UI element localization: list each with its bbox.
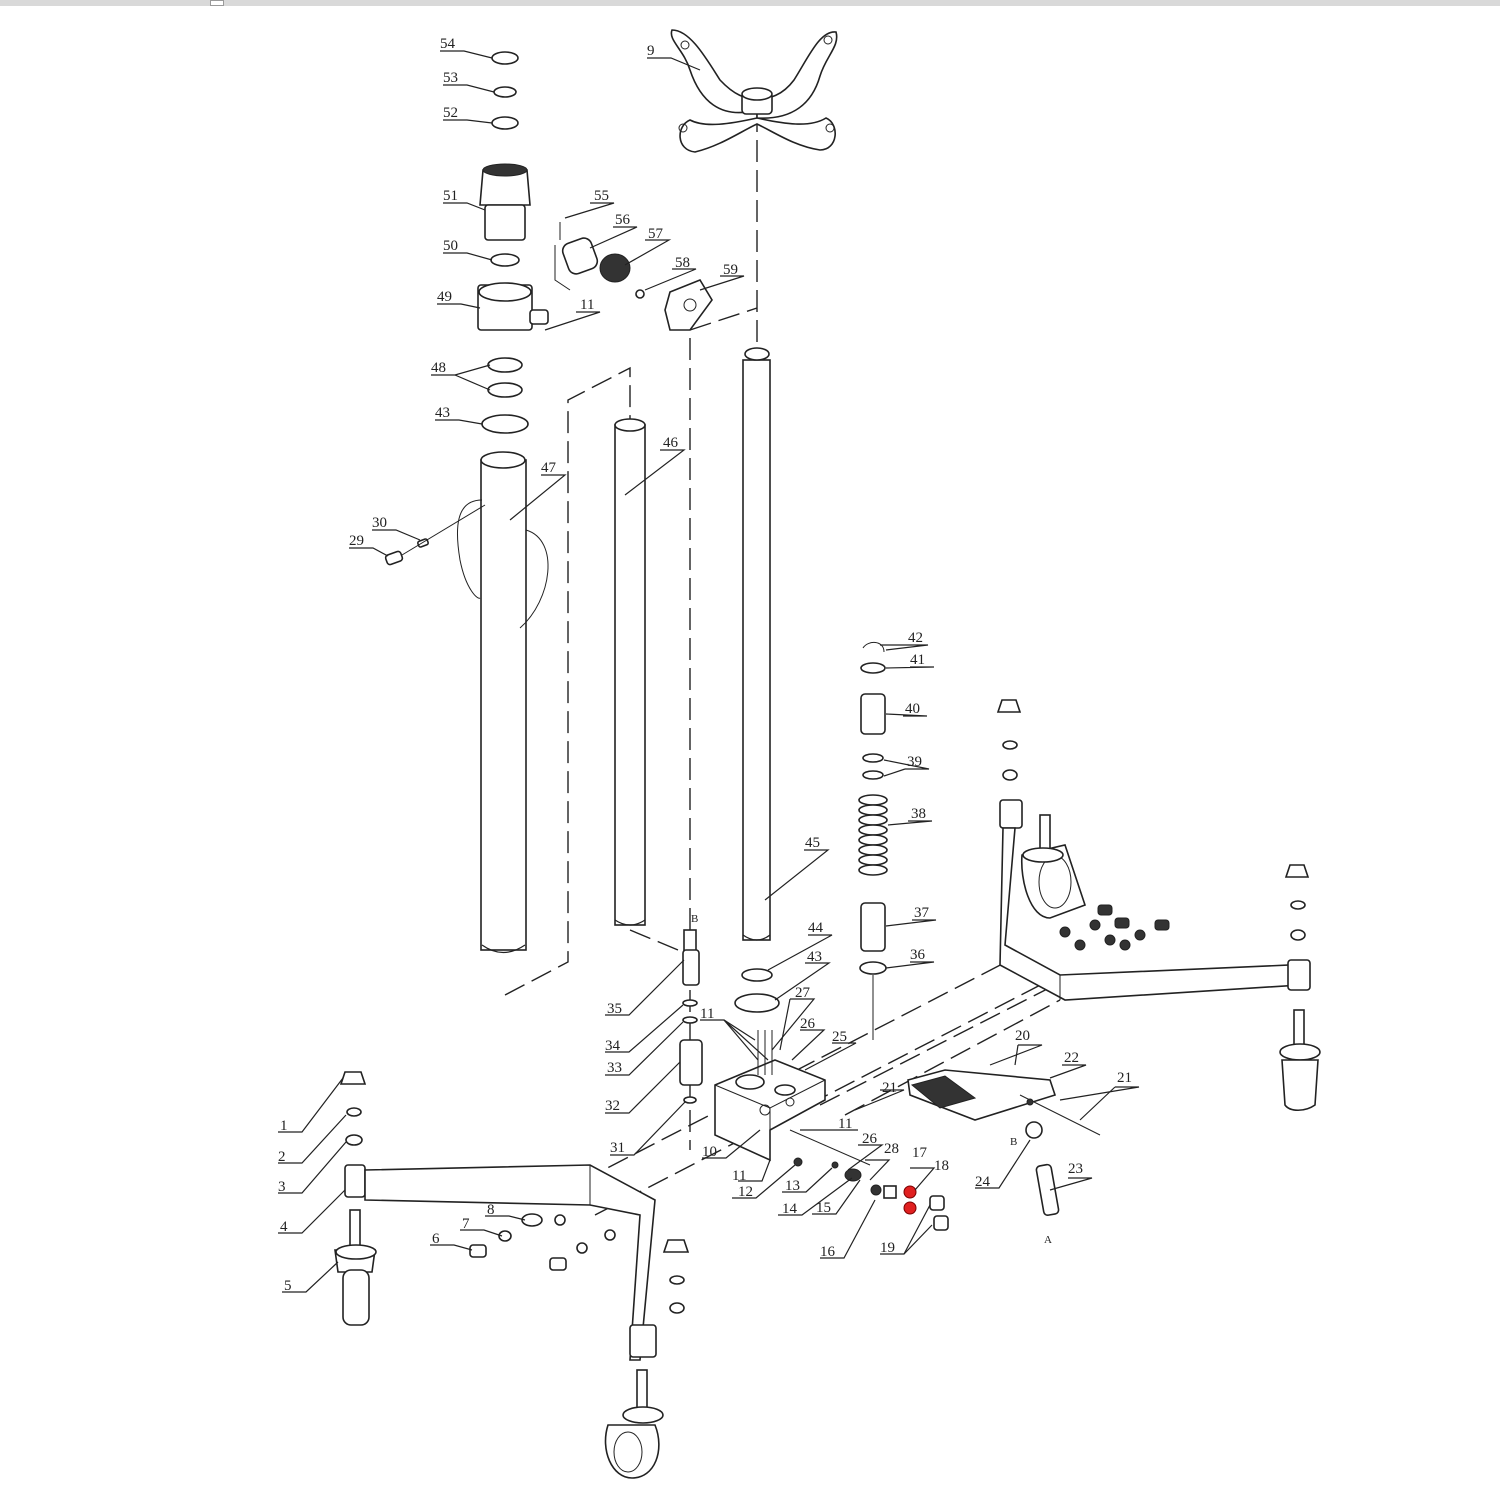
part-label-21-left: 21 xyxy=(882,1080,897,1096)
pump-piston-stack xyxy=(679,929,703,1104)
highlight-seal-upper xyxy=(903,1185,917,1199)
part-label-28: 28 xyxy=(884,1141,899,1157)
mark-b-pedal: B xyxy=(1010,1136,1017,1148)
part-label-55: 55 xyxy=(594,188,609,204)
part-label-45: 45 xyxy=(805,835,820,851)
part-label-2: 2 xyxy=(278,1149,286,1165)
part-label-40: 40 xyxy=(905,701,920,717)
part-label-52: 52 xyxy=(443,105,458,121)
part-label-31: 31 xyxy=(610,1140,625,1156)
part-label-15: 15 xyxy=(816,1200,831,1216)
right-leg-assembly xyxy=(996,699,1321,1112)
part-label-7: 7 xyxy=(462,1216,470,1232)
part-label-42: 42 xyxy=(908,630,923,646)
part-label-22: 22 xyxy=(1064,1050,1079,1066)
saddle-part xyxy=(670,29,838,153)
part-label-58: 58 xyxy=(675,255,690,271)
part-label-49: 49 xyxy=(437,289,452,305)
part-labels: 54 53 52 51 50 49 48 43 47 30 29 9 55 56… xyxy=(278,36,1132,1294)
part-label-26-upper: 26 xyxy=(800,1016,816,1032)
cylinder-seal-stack xyxy=(477,51,549,434)
part-label-35: 35 xyxy=(607,1001,622,1017)
part-label-21-right: 21 xyxy=(1117,1070,1132,1086)
part-label-50: 50 xyxy=(443,238,458,254)
washer-part xyxy=(741,968,773,982)
part-label-6: 6 xyxy=(432,1231,440,1247)
mark-a-pedal: A xyxy=(1044,1234,1052,1246)
part-label-11-block: 11 xyxy=(700,1006,714,1022)
part-label-17: 17 xyxy=(912,1145,928,1161)
part-label-47: 47 xyxy=(541,460,557,476)
bleed-screw-part xyxy=(384,504,486,566)
part-label-25: 25 xyxy=(832,1029,847,1045)
part-label-11-rod: 11 xyxy=(838,1116,852,1132)
part-label-39: 39 xyxy=(907,754,922,770)
pump-base-block xyxy=(714,1030,826,1162)
part-label-10: 10 xyxy=(702,1144,717,1160)
part-label-20: 20 xyxy=(1015,1028,1030,1044)
front-leg-caster xyxy=(604,1239,690,1479)
part-label-1: 1 xyxy=(280,1118,288,1134)
part-label-54: 54 xyxy=(440,36,456,52)
window-resize-handle[interactable] xyxy=(210,0,224,6)
part-label-29: 29 xyxy=(349,533,364,549)
part-label-13: 13 xyxy=(785,1178,800,1194)
part-label-23: 23 xyxy=(1068,1161,1083,1177)
release-valve-assembly xyxy=(554,222,713,331)
part-label-38: 38 xyxy=(911,806,926,822)
part-label-51: 51 xyxy=(443,188,458,204)
part-label-46: 46 xyxy=(663,435,679,451)
valve-internals xyxy=(789,1129,949,1231)
part-label-53: 53 xyxy=(443,70,458,86)
part-label-9: 9 xyxy=(647,43,655,59)
window-top-bar xyxy=(0,0,1500,6)
part-label-44: 44 xyxy=(808,920,824,936)
part-label-43-upper: 43 xyxy=(435,405,450,421)
part-label-12: 12 xyxy=(738,1184,753,1200)
part-label-11-valve: 11 xyxy=(580,297,594,313)
part-label-24: 24 xyxy=(975,1174,991,1190)
part-label-5: 5 xyxy=(284,1278,292,1294)
part-label-56: 56 xyxy=(615,212,631,228)
highlight-seal-lower xyxy=(903,1201,917,1215)
part-label-14: 14 xyxy=(782,1201,798,1217)
inner-ram-part xyxy=(614,418,646,926)
part-label-3: 3 xyxy=(278,1179,286,1195)
part-label-19: 19 xyxy=(880,1240,895,1256)
part-label-59: 59 xyxy=(723,262,738,278)
spring-part xyxy=(858,794,888,876)
part-label-26-lower: 26 xyxy=(862,1131,878,1147)
part-label-37: 37 xyxy=(914,905,930,921)
part-label-34: 34 xyxy=(605,1038,621,1054)
assembly-dash-lines xyxy=(504,110,1061,1216)
part-label-33: 33 xyxy=(607,1060,622,1076)
part-label-18: 18 xyxy=(934,1158,949,1174)
part-label-57: 57 xyxy=(648,226,664,242)
part-label-8: 8 xyxy=(487,1202,495,1218)
part-label-4: 4 xyxy=(280,1219,288,1235)
pump-spring-stack xyxy=(858,642,888,1040)
part-label-48: 48 xyxy=(431,360,446,376)
part-label-41: 41 xyxy=(910,652,925,668)
mark-b-pump: B xyxy=(691,913,698,925)
leader-lines xyxy=(278,50,1140,1293)
part-label-30: 30 xyxy=(372,515,387,531)
o-ring-part xyxy=(734,993,780,1013)
part-label-36: 36 xyxy=(910,947,926,963)
extension-tube-part xyxy=(742,347,771,941)
part-label-32: 32 xyxy=(605,1098,620,1114)
foot-pedal-assembly xyxy=(907,1069,1101,1217)
left-leg-assembly xyxy=(334,1071,656,1361)
part-label-16: 16 xyxy=(820,1244,836,1260)
part-label-11-lower: 11 xyxy=(732,1168,746,1184)
cylinder-part xyxy=(456,451,549,954)
part-label-43-lower: 43 xyxy=(807,949,822,965)
part-label-27: 27 xyxy=(795,985,811,1001)
